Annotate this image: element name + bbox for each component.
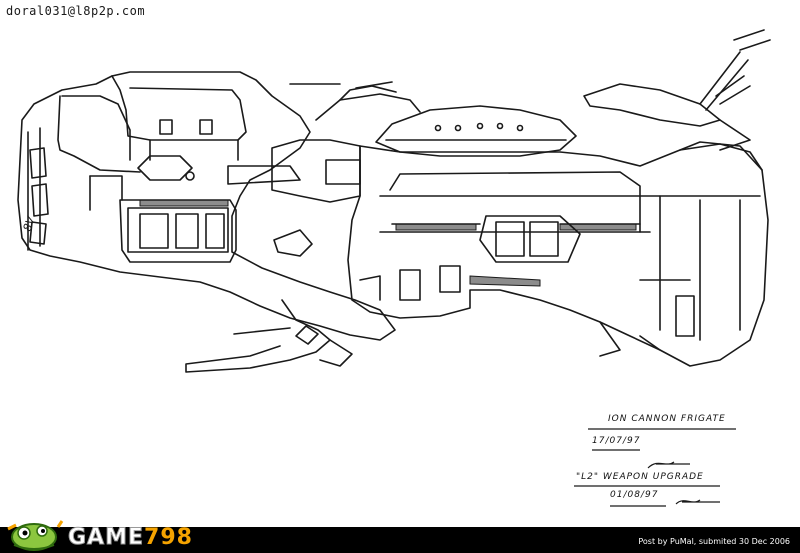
title-underlines xyxy=(574,428,736,507)
logo-word: GAME xyxy=(67,525,145,550)
mascot-icon xyxy=(7,520,64,551)
frigate-name: ION CANNON FRIGATE xyxy=(608,414,726,424)
email-watermark: doral031@l8p2p.com xyxy=(6,4,146,18)
game798-logo: GAME798 xyxy=(2,511,232,553)
logo-number: 798 xyxy=(144,525,193,550)
date-1: 17/07/97 xyxy=(592,436,641,446)
logo-wordmark: GAME798 xyxy=(67,525,193,550)
post-info: Post by PuMal, submited 30 Dec 2006 xyxy=(638,537,790,546)
title-block: ION CANNON FRIGATE 17/07/97 "L2" WEAPON … xyxy=(570,410,745,512)
svg-text:8V: 8V xyxy=(21,214,39,233)
date-2: 01/08/97 xyxy=(610,490,659,500)
upgrade-label: "L2" WEAPON UPGRADE xyxy=(576,472,704,482)
footer-bar xyxy=(0,527,800,553)
